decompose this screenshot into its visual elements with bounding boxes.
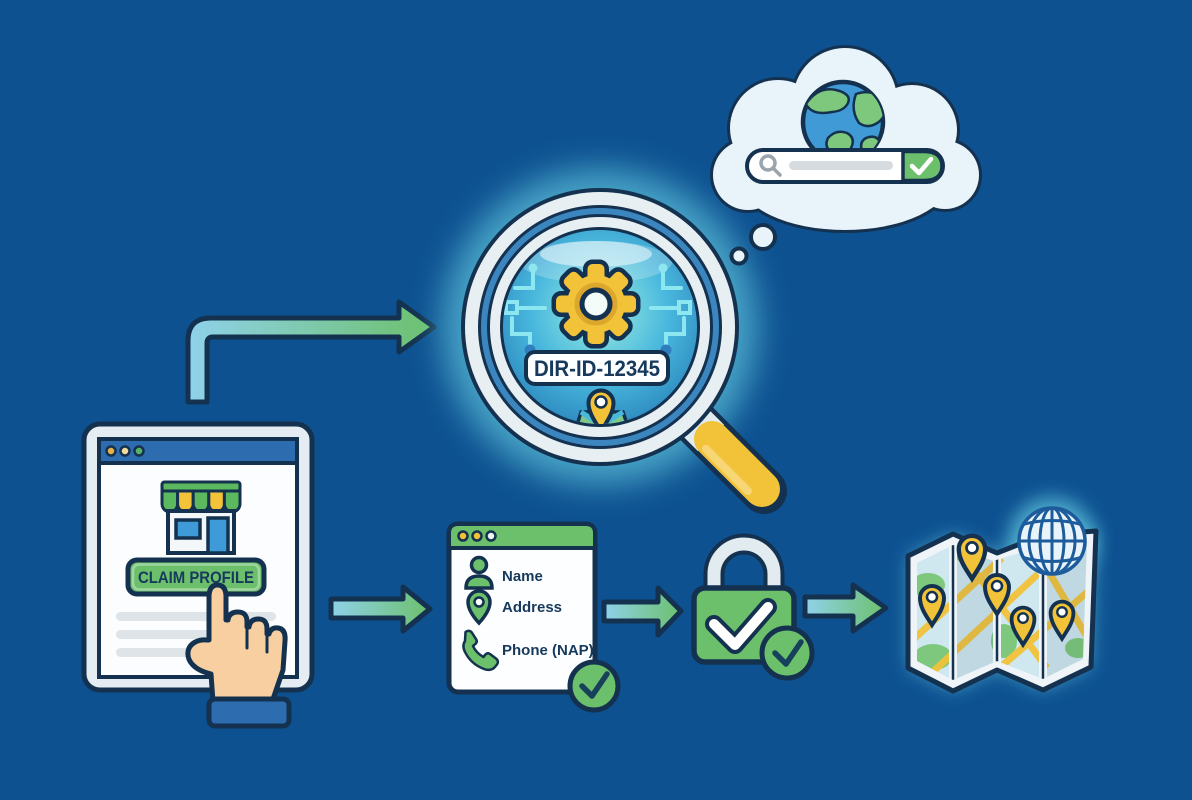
- map-pin-icon: [917, 584, 947, 629]
- flow-arrow-curved: [185, 299, 437, 405]
- awning: [160, 489, 242, 514]
- nap-field-label-address: Address: [502, 599, 562, 616]
- nap-card: Name Address Phone (NAP): [446, 521, 621, 713]
- directory-id-badge: DIR-ID-12345: [524, 350, 670, 386]
- thought-cloud: [710, 45, 982, 266]
- header-dot-2: [471, 530, 483, 542]
- search-placeholder-bar: [789, 161, 893, 170]
- magnifier: DIR-ID-12345: [461, 188, 787, 514]
- storefront-window: [174, 518, 202, 540]
- flow-arrow-1: [328, 584, 433, 634]
- storefront-icon: [160, 480, 242, 555]
- mini-map-road: [579, 409, 625, 424]
- storefront-door: [206, 516, 230, 555]
- sleeve-cuff: [206, 696, 292, 729]
- search-bar[interactable]: [745, 148, 945, 184]
- thought-bubble-small: [729, 246, 749, 266]
- phone-icon: [462, 629, 500, 672]
- header-dot-3: [485, 530, 497, 542]
- hand-cursor-icon: [185, 582, 292, 729]
- map-pin-icon: [1009, 605, 1037, 649]
- magnifier-handle: [674, 401, 787, 514]
- map-pin-icon: [586, 388, 616, 424]
- window-titlebar: [97, 437, 299, 465]
- map-pin-icon: [1048, 599, 1076, 643]
- folded-map: [905, 506, 1099, 694]
- checkmark-icon: [579, 671, 610, 699]
- search-icon: [759, 154, 782, 177]
- flow-arrow-2: [601, 585, 684, 638]
- titlebar-dot-2: [119, 445, 131, 457]
- gear-icon: [551, 259, 641, 349]
- user-icon: [464, 555, 494, 590]
- circuit-traces-right: [649, 263, 692, 356]
- circuit-traces-left: [504, 263, 547, 356]
- thought-bubble-large: [749, 223, 777, 251]
- checkmark-icon: [772, 639, 804, 667]
- lock-checkmark-icon: [705, 598, 777, 654]
- lens-highlight-core: [540, 241, 652, 267]
- lock-shackle: [703, 533, 785, 591]
- tablet-window: CLAIM PROFILE: [81, 421, 315, 729]
- titlebar-dot-1: [105, 445, 117, 457]
- header-dot-1: [457, 530, 469, 542]
- security-lock-icon: [691, 533, 815, 681]
- flow-arrow-3: [802, 582, 889, 634]
- claim-profile-button[interactable]: CLAIM PROFILE: [125, 557, 267, 597]
- lock-verified-badge: [759, 625, 815, 681]
- titlebar-dot-3: [133, 445, 145, 457]
- location-pin-icon: [466, 589, 492, 626]
- map-pin-icon: [982, 573, 1012, 618]
- nap-card-header: [447, 522, 597, 550]
- claim-profile-label: CLAIM PROFILE: [138, 568, 254, 587]
- nap-field-label-phone: Phone (NAP): [502, 642, 594, 659]
- map-pin-icon: [956, 533, 988, 583]
- directory-id-label: DIR-ID-12345: [534, 356, 660, 381]
- globe-wireframe-icon: [1017, 506, 1087, 576]
- nap-verified-badge: [567, 659, 621, 713]
- nap-field-label-name: Name: [502, 568, 543, 585]
- checkmark-icon: [909, 156, 934, 176]
